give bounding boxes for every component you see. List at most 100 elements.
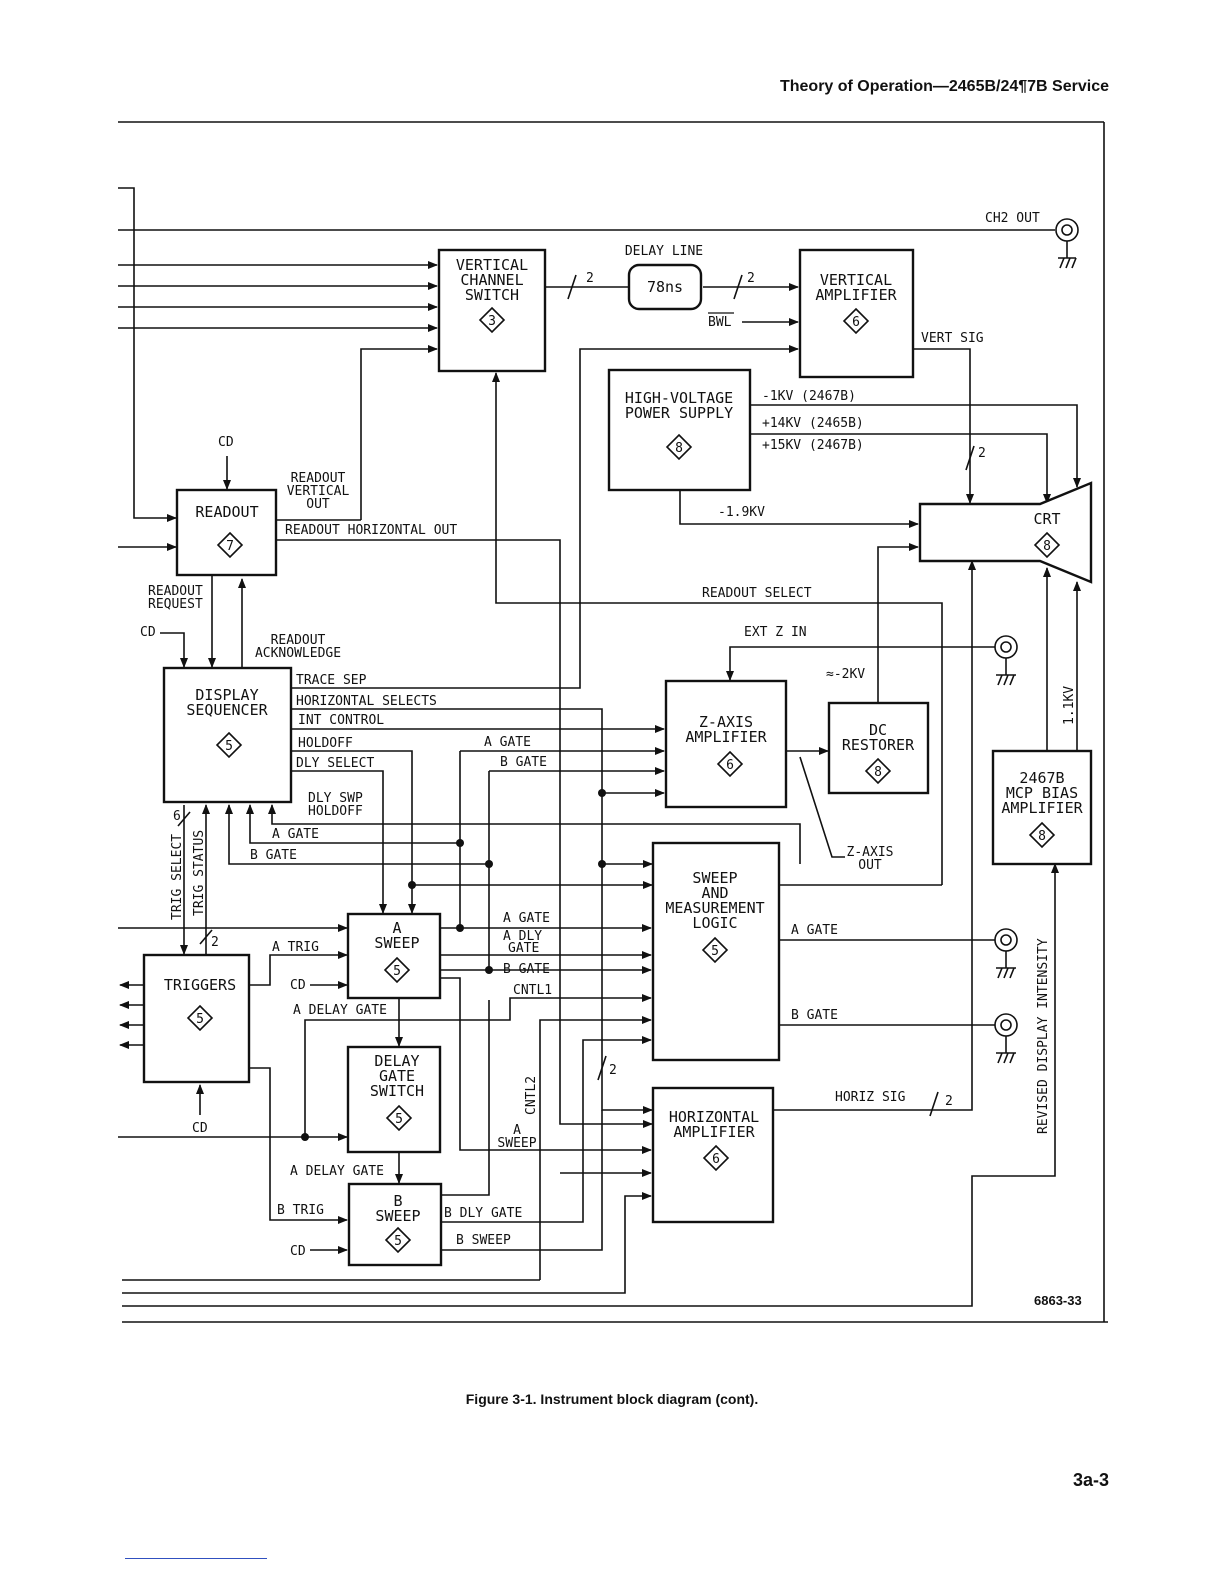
label-b-dly-gate: B DLY GATE <box>444 1206 522 1221</box>
ground-icon <box>996 967 1016 979</box>
svg-text:5: 5 <box>225 739 233 754</box>
label-z-axis-out: Z-AXIS <box>847 845 894 860</box>
diamond-ref-icon: 5 <box>383 956 411 984</box>
page-number: 3a-3 <box>1072 1470 1109 1490</box>
ground-icon <box>1058 257 1077 269</box>
signal-labels: CH2 OUT 2 2 BWL VERT SIG -1KV (2467B) +1… <box>140 211 1082 1308</box>
svg-text:5: 5 <box>393 964 401 979</box>
junction-dots <box>301 789 606 1141</box>
figure-caption: Figure 3-1. Instrument block diagram (co… <box>465 1391 759 1407</box>
label-bus2: 2 <box>978 446 986 461</box>
svg-text:SWEEP: SWEEP <box>375 1207 420 1225</box>
svg-text:SEQUENCER: SEQUENCER <box>186 701 268 719</box>
label-cd: CD <box>192 1121 208 1136</box>
svg-text:VERTICAL: VERTICAL <box>456 256 528 274</box>
svg-text:5: 5 <box>395 1112 403 1127</box>
svg-text:CRT: CRT <box>1033 510 1060 528</box>
svg-text:SWEEP: SWEEP <box>497 1136 536 1151</box>
label-trig-select: TRIG SELECT <box>170 834 185 920</box>
label-readout-request: READOUT <box>148 584 203 599</box>
svg-text:MCP BIAS: MCP BIAS <box>1006 784 1078 802</box>
block-mcp-bias-amplifier: 2467B MCP BIAS AMPLIFIER 8 <box>991 749 1093 866</box>
svg-text:5: 5 <box>711 944 719 959</box>
label-revised-display-intensity: REVISED DISPLAY INTENSITY <box>1036 938 1051 1134</box>
svg-text:AMPLIFIER: AMPLIFIER <box>673 1123 755 1141</box>
svg-text:VERTICAL: VERTICAL <box>820 271 892 289</box>
svg-text:SWEEP: SWEEP <box>692 869 737 887</box>
svg-text:8: 8 <box>1038 829 1046 844</box>
label-cd: CD <box>140 625 156 640</box>
svg-text:DC: DC <box>869 721 887 739</box>
svg-text:REQUEST: REQUEST <box>148 597 203 612</box>
footer-rule <box>125 1558 267 1559</box>
label-ext-z-in: EXT Z IN <box>744 625 807 640</box>
svg-text:POWER SUPPLY: POWER SUPPLY <box>625 404 733 422</box>
ground-icon <box>996 1052 1016 1064</box>
label-horizontal-selects: HORIZONTAL SELECTS <box>296 694 437 709</box>
label-a-gate: A GATE <box>484 735 531 750</box>
label-trace-sep: TRACE SEP <box>296 673 367 688</box>
label-vert-sig: VERT SIG <box>921 331 984 346</box>
label-minus-1-9kv: -1.9KV <box>718 505 765 520</box>
figure-number: 6863-33 <box>1034 1293 1082 1308</box>
label-bus6: 6 <box>173 809 181 824</box>
block-a-sweep: A SWEEP 5 <box>346 912 442 1000</box>
label-cntl2: CNTL2 <box>524 1076 539 1115</box>
svg-text:HORIZONTAL: HORIZONTAL <box>669 1108 759 1126</box>
label-a-sweep-sig: A <box>513 1123 521 1138</box>
label-bus2: 2 <box>747 271 755 286</box>
svg-text:RESTORER: RESTORER <box>842 736 915 754</box>
label-bwl: BWL <box>708 315 732 330</box>
svg-text:5: 5 <box>196 1012 204 1027</box>
label-horiz-sig: HORIZ SIG <box>835 1090 906 1105</box>
block-delay-gate-switch: DELAY GATE SWITCH 5 <box>346 1045 442 1154</box>
diagram-frame <box>118 121 1108 1323</box>
svg-text:8: 8 <box>874 765 882 780</box>
svg-text:GATE: GATE <box>508 941 539 956</box>
block-vertical-channel-switch: VERTICAL CHANNEL SWITCH 3 <box>437 248 547 373</box>
diamond-ref-icon: 5 <box>701 936 729 964</box>
label-b-gate: B GATE <box>503 962 550 977</box>
ground-icon <box>996 674 1016 686</box>
bnc-connector-icon <box>994 635 1018 675</box>
svg-text:VERTICAL: VERTICAL <box>287 484 350 499</box>
svg-text:AMPLIFIER: AMPLIFIER <box>1001 799 1083 817</box>
label-a-gate: A GATE <box>791 923 838 938</box>
diamond-ref-icon: 6 <box>842 307 870 335</box>
svg-text:A: A <box>392 919 401 937</box>
running-header: Theory of Operation—2465B/24¶7B Service <box>779 78 1109 95</box>
diamond-ref-icon: 5 <box>186 1004 214 1032</box>
diamond-ref-icon: 8 <box>864 757 892 785</box>
svg-text:6: 6 <box>712 1152 720 1167</box>
block-display-sequencer: DISPLAY SEQUENCER 5 <box>162 666 293 804</box>
label-bus2: 2 <box>586 271 594 286</box>
block-b-sweep: B SWEEP 5 <box>347 1182 443 1267</box>
block-z-axis-amplifier: Z-AXIS AMPLIFIER 6 <box>664 679 788 809</box>
label-ch2-out: CH2 OUT <box>985 211 1040 226</box>
label-bus2: 2 <box>211 935 219 950</box>
label-plus-14kv: +14KV (2465B) <box>762 416 864 431</box>
svg-text:OUT: OUT <box>858 858 882 873</box>
svg-text:3: 3 <box>488 314 496 329</box>
bnc-connector-icon <box>994 1013 1018 1053</box>
label-bus2: 2 <box>609 1063 617 1078</box>
diamond-ref-icon: 7 <box>216 531 244 559</box>
block-delay-line: DELAY LINE 78ns <box>625 244 703 311</box>
label-1-1kv: 1.1KV <box>1062 686 1077 725</box>
svg-text:DELAY: DELAY <box>374 1052 419 1070</box>
svg-text:Z-AXIS: Z-AXIS <box>699 713 753 731</box>
svg-text:READOUT: READOUT <box>195 503 258 521</box>
svg-text:AMPLIFIER: AMPLIFIER <box>815 286 897 304</box>
label-plus-15kv: +15KV (2467B) <box>762 438 864 453</box>
diamond-ref-icon: 6 <box>716 750 744 778</box>
svg-text:78ns: 78ns <box>647 278 683 296</box>
svg-text:SWITCH: SWITCH <box>465 286 519 304</box>
block-sweep-and-measurement-logic: SWEEP AND MEASUREMENT LOGIC 5 <box>651 841 781 1062</box>
label-b-gate: B GATE <box>500 755 547 770</box>
block-readout: READOUT 7 <box>175 488 278 577</box>
diamond-ref-icon: 8 <box>665 433 693 461</box>
svg-text:AND: AND <box>701 884 728 902</box>
svg-text:SWEEP: SWEEP <box>374 934 419 952</box>
label-dly-select: DLY SELECT <box>296 756 374 771</box>
